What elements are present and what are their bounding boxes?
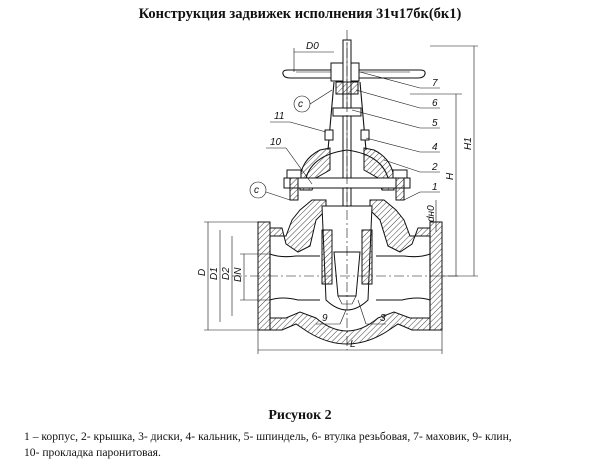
dim-d1: D1 (209, 267, 220, 280)
label-9: 9 (322, 313, 328, 324)
body (257, 199, 443, 345)
legend-line-1: 1 – корпус, 2- крышка, 3- диски, 4- каль… (24, 430, 512, 443)
label-10: 10 (270, 137, 282, 148)
label-4: 4 (432, 142, 438, 153)
dim-h1: H1 (463, 137, 474, 150)
dim-l: L (350, 339, 356, 350)
label-5: 5 (432, 118, 438, 129)
dim-d0: D0 (306, 41, 319, 52)
label-2: 2 (431, 162, 438, 173)
dim-dn: DN (233, 267, 244, 282)
leader-lines (249, 71, 440, 325)
label-6: 6 (432, 98, 438, 109)
dim-h: H (445, 172, 456, 180)
dim-dn0: dн0 (426, 205, 437, 222)
label-c-lower: c (254, 185, 259, 196)
valve-drawing: 7 6 5 4 2 1 11 10 9 3 c c D0 H1 H dн0 D … (197, 30, 478, 354)
wedge (321, 205, 373, 311)
dimension-lines (204, 45, 478, 354)
handwheel (282, 62, 426, 82)
figure-caption: Рисунок 2 (268, 408, 332, 423)
label-3: 3 (380, 313, 386, 324)
legend-line-2: 10- прокладка паронитовая. (24, 446, 161, 459)
label-11: 11 (274, 111, 284, 122)
label-1: 1 (432, 182, 438, 193)
dim-d: D (197, 269, 208, 276)
label-7: 7 (432, 78, 438, 89)
parts-legend: 1 – корпус, 2- крышка, 3- диски, 4- каль… (12, 429, 600, 461)
dim-d2: D2 (221, 267, 232, 280)
page-title: Конструкция задвижек исполнения 31ч17бк(… (138, 6, 462, 22)
label-c-upper: c (298, 99, 303, 110)
